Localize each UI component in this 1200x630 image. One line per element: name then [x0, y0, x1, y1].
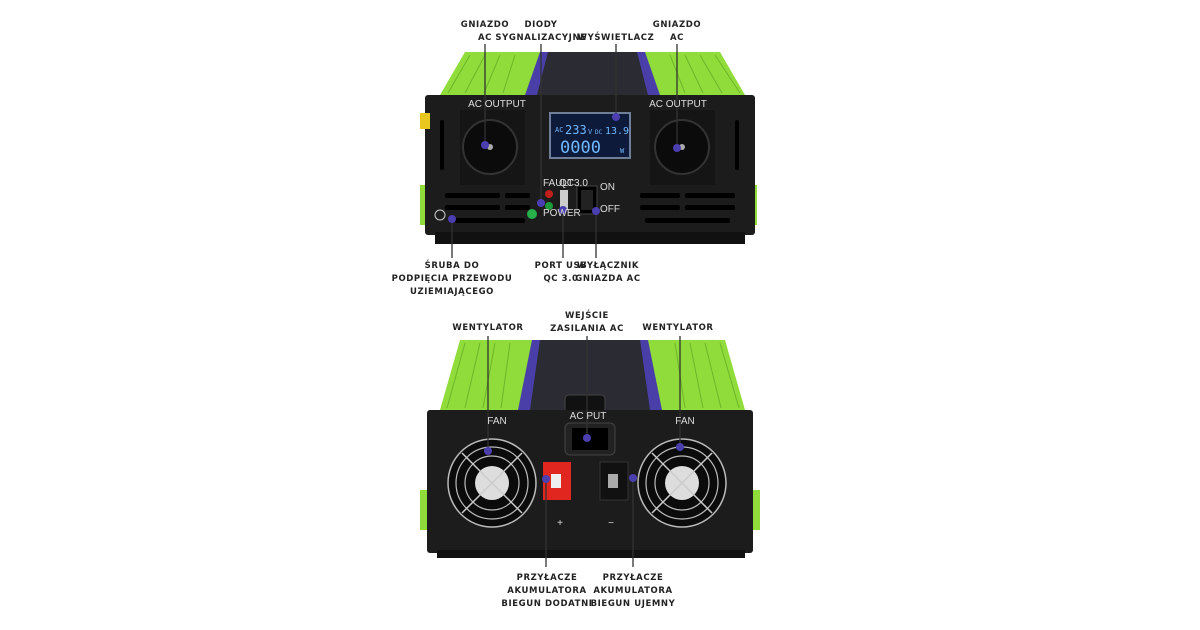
- ac-output-left-text: AC OUTPUT: [468, 99, 526, 110]
- callout-fan-left: WENTYLATOR: [452, 323, 524, 333]
- front-view: [420, 52, 757, 244]
- lcd-voltage: 233: [565, 123, 587, 137]
- lcd-battery: 13.9: [605, 126, 629, 137]
- leader-lines: [451, 44, 681, 567]
- fan-left-shape: [447, 438, 537, 528]
- callout-dots: [448, 113, 684, 483]
- callout-fan-right: WENTYLATOR: [642, 323, 714, 333]
- lcd-power: 0000: [560, 138, 601, 158]
- fault-text: FAULT: [543, 178, 573, 189]
- ac-input-text: AC PUT: [570, 411, 607, 422]
- power-text: POWER: [543, 208, 581, 219]
- minus-sign: −: [608, 518, 614, 529]
- lcd-v-unit: V: [588, 128, 593, 136]
- off-text: OFF: [600, 204, 620, 215]
- fan-right-text: FAN: [675, 416, 694, 427]
- callout-display: WYŚWIETLACZ: [577, 33, 655, 43]
- plus-sign: +: [557, 518, 563, 529]
- fan-right-shape: [637, 438, 727, 528]
- rear-view: [420, 340, 760, 558]
- qc-text: QC3.0: [559, 178, 588, 189]
- on-text: ON: [600, 182, 615, 193]
- lcd-w-unit: W: [620, 147, 625, 155]
- lcd-ac-label: AC: [555, 126, 563, 134]
- negative-terminal: [599, 461, 629, 501]
- ac-output-right-text: AC OUTPUT: [649, 99, 707, 110]
- fan-left-text: FAN: [487, 416, 506, 427]
- lcd-dc-label: DC: [595, 129, 603, 136]
